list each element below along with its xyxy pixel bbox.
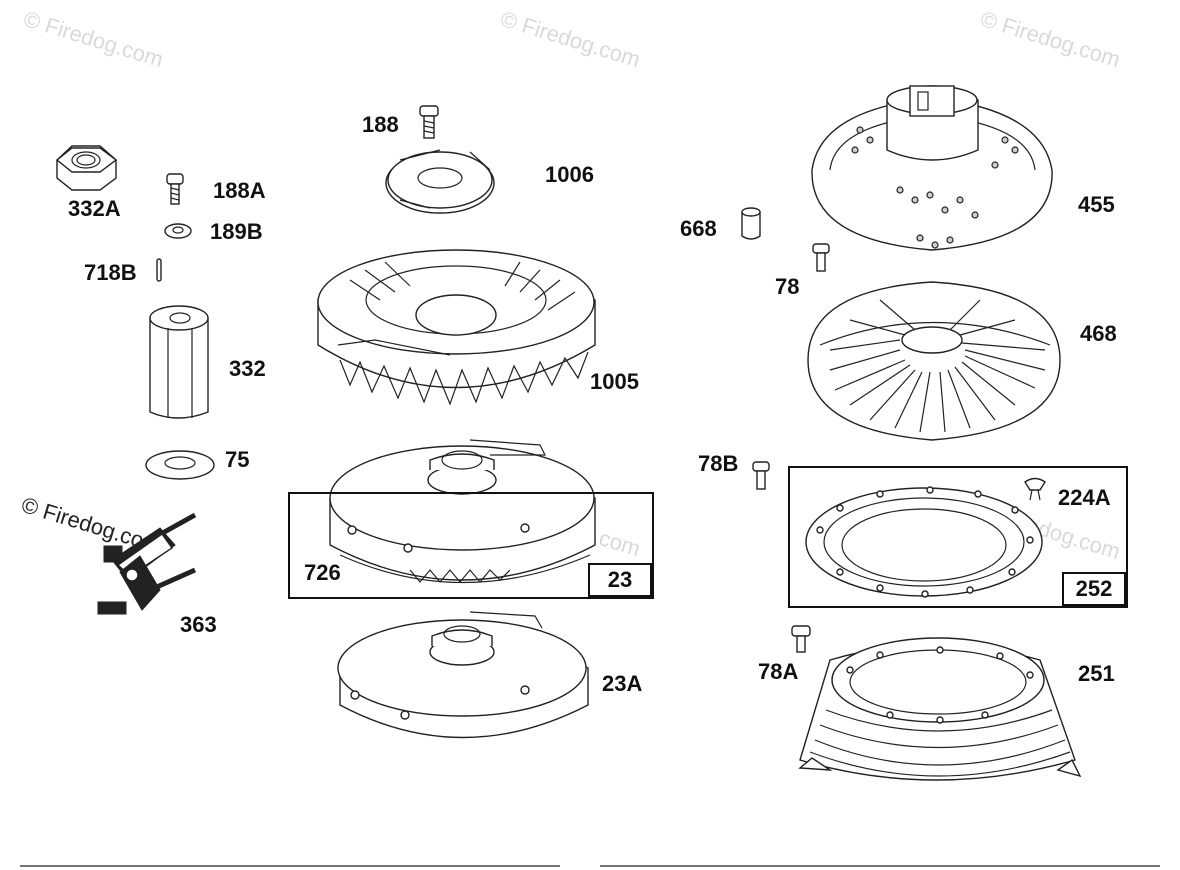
group-box-252 [788,466,1128,608]
fan-cover-468-drawing [807,281,1061,441]
screw-188-drawing [419,105,439,139]
part-label-78: 78 [775,274,800,299]
part-label-23a: 23A [602,671,643,696]
screw-78a-drawing [791,625,811,653]
part-label-718b: 718B [84,260,137,285]
part-label-1005: 1005 [590,369,639,394]
flywheel-1005-drawing [317,249,596,406]
rotating-screen-455-drawing [811,85,1053,251]
group-box-23 [288,492,654,599]
screw-188a-drawing [166,173,184,205]
part-label-78b: 78B [698,451,739,476]
part-label-224a: 224A [1058,485,1111,510]
group-label-252: 252 [1062,572,1126,606]
part-label-75: 75 [225,447,250,472]
puller-363-drawing [97,512,197,615]
part-label-332: 332 [229,356,266,381]
part-label-188: 188 [362,112,399,137]
hex-nut-332a-drawing [55,145,118,191]
group-label-23: 23 [588,563,652,597]
part-label-1006: 1006 [545,162,594,187]
clip-224a-drawing [1024,477,1046,501]
part-label-332a: 332A [68,196,121,221]
part-label-188a: 188A [213,178,266,203]
washer-75-drawing [145,450,215,480]
part-label-78a: 78A [758,659,799,684]
part-label-189b: 189B [210,219,263,244]
part-label-455: 455 [1078,192,1115,217]
part-label-251: 251 [1078,661,1115,686]
washer-189b-drawing [164,223,192,239]
pin-718b-drawing [156,258,162,282]
part-label-468: 468 [1080,321,1117,346]
pin-668-drawing [741,207,761,240]
part-label-363: 363 [180,612,217,637]
gasket-252-drawing [805,486,1043,598]
flywheel-23a-drawing [337,611,589,739]
spacer-332-drawing [149,305,209,419]
screw-78b-drawing [752,461,770,490]
screen-1006-drawing [385,149,495,214]
part-label-668: 668 [680,216,717,241]
screw-78-drawing [812,243,830,272]
housing-251-drawing [798,637,1082,781]
part-label-726: 726 [304,560,341,585]
